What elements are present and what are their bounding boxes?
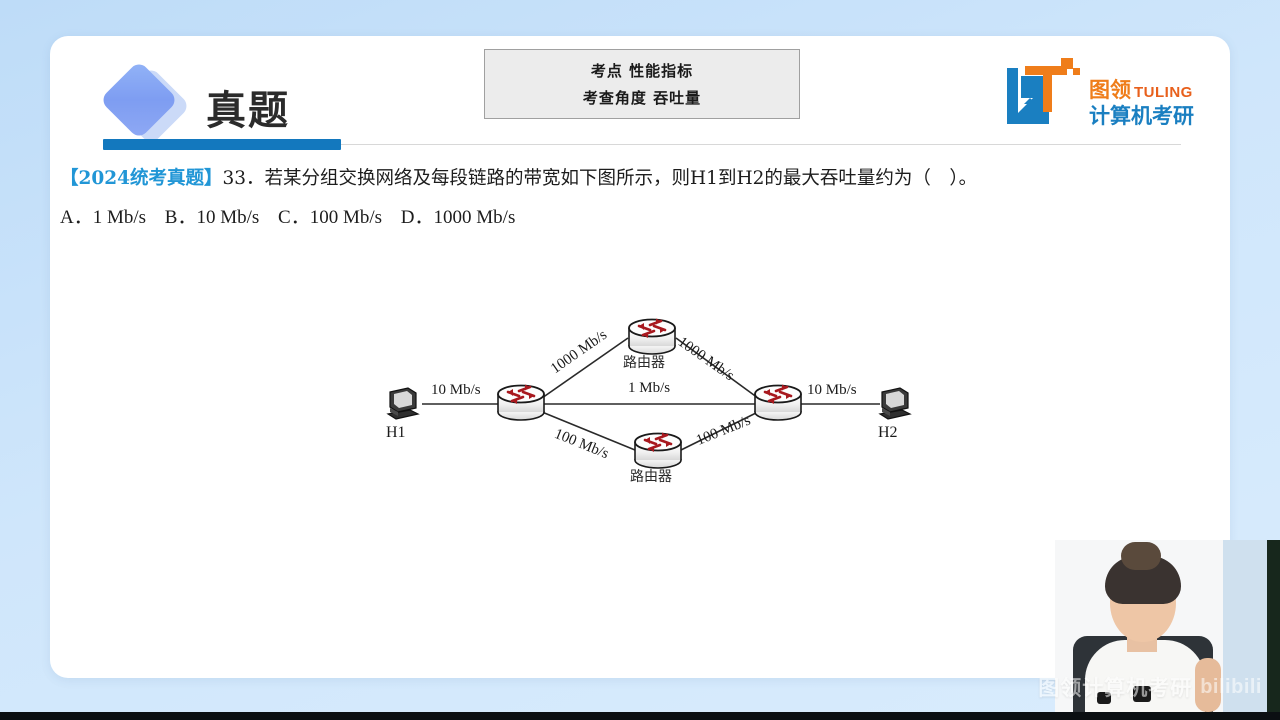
bottom-bar — [0, 712, 1280, 720]
option-d[interactable]: D．1000 Mb/s — [400, 207, 516, 228]
options-line: A．1 Mb/s B．10 Mb/s C．100 Mb/s D．1000 Mb/… — [60, 202, 529, 229]
kaodian-line-1: 考点 性能指标 — [590, 62, 694, 80]
question-line: 【2024统考真题】33．若某分组交换网络及每段链路的带宽如下图所示，则H1到H… — [60, 164, 1220, 190]
webcam-right-wall — [1223, 540, 1267, 712]
webcam-dark-edge — [1267, 540, 1280, 712]
network-diagram-svg — [387, 317, 911, 470]
link-label-rleft-rright: 1 Mb/s — [628, 380, 671, 396]
webcam-shirt-cat-1 — [1133, 686, 1151, 702]
link-label-rright-h2: 10 Mb/s — [807, 382, 857, 398]
accent-bar — [103, 139, 341, 150]
webcam-overlay[interactable] — [1055, 540, 1280, 712]
router-right-icon — [753, 383, 803, 422]
link-rleft-rtop — [541, 337, 629, 399]
webcam-person-arm — [1195, 658, 1221, 712]
tuling-lt-mark-icon — [1007, 58, 1080, 124]
link-label-h1-rleft: 10 Mb/s — [431, 382, 481, 398]
brand-logo: 图领 TULING 计算机考研 — [1005, 54, 1205, 140]
kaodian-line-2: 考查角度 吞吐量 — [582, 89, 702, 107]
host-h1-icon — [387, 387, 419, 420]
network-diagram: 10 Mb/s 1000 Mb/s 1000 Mb/s 1 Mb/s 100 M… — [50, 246, 1230, 496]
router-top-icon — [627, 317, 677, 356]
question-text: 33．若某分组交换网络及每段链路的带宽如下图所示，则H1到H2的最大吞吐量约为（… — [222, 168, 978, 189]
link-rtop-rright — [675, 337, 759, 399]
page-title: 真题 — [206, 88, 290, 134]
diagram-links — [422, 337, 880, 451]
slide-card: 真题 考点 性能指标 考查角度 吞吐量 图领 TULING 计算机考研 — [50, 36, 1230, 678]
diamond-logo-icon — [99, 60, 191, 146]
kaodian-box: 考点 性能指标 考查角度 吞吐量 — [484, 49, 800, 119]
option-b[interactable]: B．10 Mb/s — [164, 207, 260, 228]
host-h2-icon — [879, 387, 911, 420]
webcam-person-hair-bun — [1121, 542, 1161, 570]
brand-name-en: TULING — [1134, 84, 1193, 101]
brand-subtitle-cn: 计算机考研 — [1089, 104, 1194, 128]
option-a[interactable]: A．1 Mb/s — [60, 207, 147, 228]
link-rleft-rbottom — [541, 411, 636, 451]
question-tag: 【2024统考真题】 — [60, 168, 223, 189]
option-c[interactable]: C．100 Mb/s — [278, 207, 383, 228]
router-left-icon — [496, 383, 546, 422]
router-bottom-label: 路由器 — [630, 469, 672, 485]
link-rbottom-rright — [680, 411, 759, 451]
webcam-shirt-cat-2 — [1097, 692, 1111, 704]
brand-name-cn: 图领 — [1089, 78, 1131, 102]
router-top-label: 路由器 — [623, 355, 665, 371]
host-h1-label: H1 — [386, 424, 406, 441]
router-bottom-icon — [633, 431, 683, 470]
host-h2-label: H2 — [878, 424, 898, 441]
accent-rule — [341, 144, 1181, 145]
